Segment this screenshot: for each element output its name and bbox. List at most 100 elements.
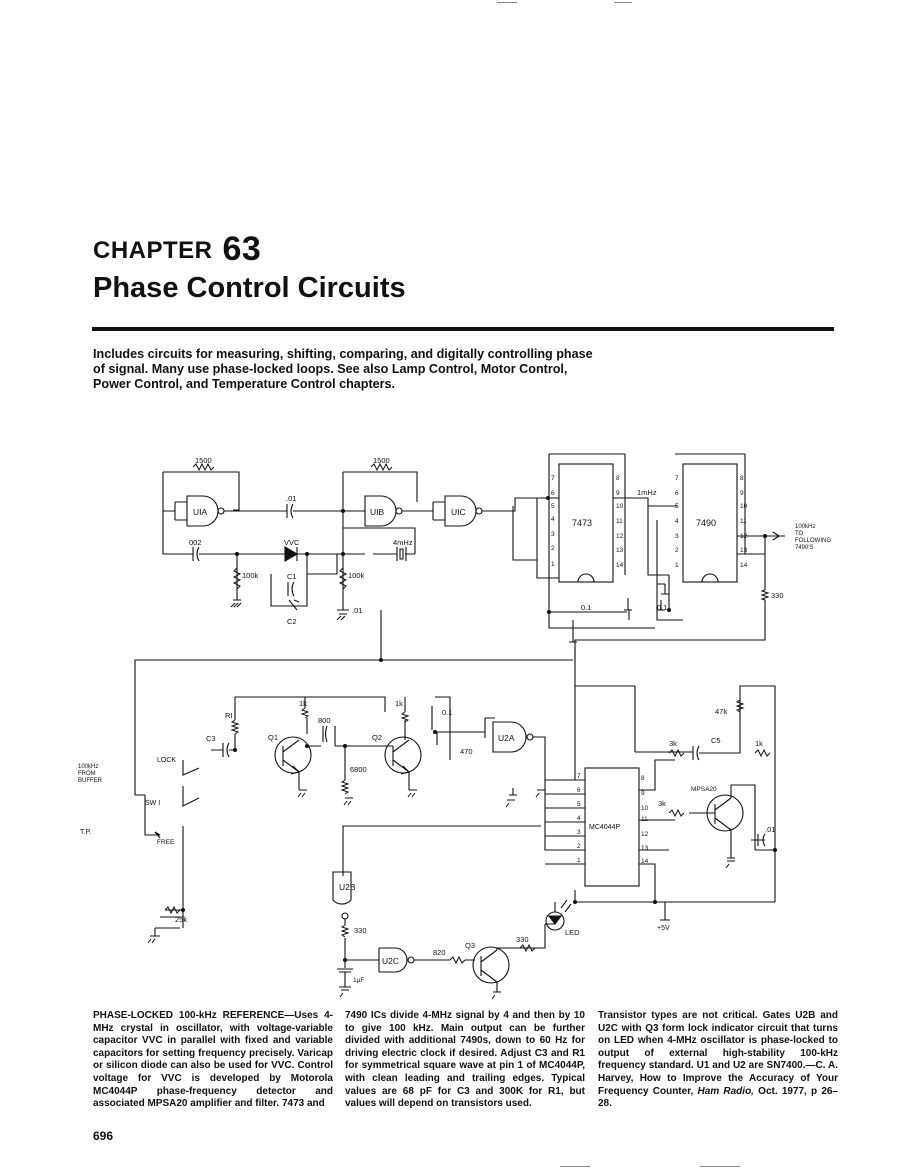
- label-c1: C1: [287, 572, 297, 581]
- resistor-1k-a: [300, 707, 310, 719]
- pin-7490-l0: 7: [675, 475, 679, 482]
- cap-c1: [287, 581, 295, 597]
- pin-7473-r3: 11: [616, 518, 623, 525]
- pin-7490-r5: 13: [740, 547, 748, 554]
- label-free: FREE: [157, 839, 175, 846]
- gate-u2a: [492, 721, 527, 753]
- label-in-100khz: 100kHz: [78, 764, 98, 770]
- pin-7490-l6: 1: [675, 562, 679, 569]
- chapter-intro: Includes circuits for measuring, shiftin…: [93, 347, 593, 391]
- schematic-svg: 1500 1500 .01 002 VVC 4mHz 100k 100k C1 …: [78, 453, 831, 1000]
- pin-7473-l6: 1: [551, 561, 555, 568]
- pin-mc-l5: 2: [577, 843, 581, 850]
- pin-mc-r4: 12: [641, 831, 649, 838]
- pin-7473-l3: 4: [551, 516, 555, 523]
- label-r330-out: 330: [771, 591, 784, 600]
- label-r6800: 6800: [350, 765, 367, 774]
- pin-7473-r6: 14: [616, 562, 624, 569]
- label-u2c: U2C: [382, 956, 399, 966]
- pin-7473-r1: 9: [616, 490, 620, 497]
- label-r3k-b: 3k: [658, 799, 666, 808]
- pin-7490-r4: 12: [740, 533, 748, 540]
- caption-col3-tail: Oct. 1977, p 26–28.: [598, 1085, 839, 1110]
- label-out-to: TO: [795, 531, 804, 537]
- label-q2: Q2: [372, 733, 382, 742]
- chapter-number: 63: [222, 230, 262, 268]
- pin-mc-l0: 7: [577, 773, 581, 780]
- label-u2b: U2B: [339, 882, 356, 892]
- pin-7490-l3: 4: [675, 518, 679, 525]
- cap-c2: [288, 599, 300, 611]
- pin-7473-r2: 10: [616, 503, 624, 510]
- cap-c5: [692, 745, 700, 761]
- caption-col3-text: Transistor types are not critical. Gates…: [598, 1010, 838, 1097]
- vvc-diode: [284, 546, 299, 562]
- label-led: LED: [565, 928, 580, 937]
- pin-mc-l4: 3: [577, 829, 581, 836]
- resistor-100k-a: [232, 567, 242, 590]
- pin-mc-r6: 14: [641, 858, 649, 865]
- resistor-3k-a: [668, 748, 685, 758]
- pin-7473-r4: 12: [616, 533, 624, 540]
- label-ic-7490: 7490: [696, 518, 716, 528]
- pin-7473-l2: 5: [551, 503, 555, 510]
- label-r1500a: 1500: [195, 456, 212, 465]
- pin-7473-l0: 7: [551, 475, 555, 482]
- label-out-following: FOLLOWING: [795, 538, 831, 544]
- label-cap-01-mp: .01: [765, 825, 775, 834]
- resistor-47k: [735, 699, 745, 713]
- pin-7490-r2: 10: [740, 503, 748, 510]
- label-in-from: FROM: [78, 771, 96, 777]
- resistor-r1: [230, 719, 240, 735]
- label-in-buffer: BUFFER: [78, 778, 103, 784]
- cap-01-top: [286, 503, 294, 519]
- label-cap-002: 002: [189, 538, 202, 547]
- pin-7490-r0: 8: [740, 475, 744, 482]
- pin-mc-r0: 8: [641, 775, 645, 782]
- label-r820: 820: [433, 948, 446, 957]
- caption-col1-text: —Uses 4-MHz crystal in oscillator, with …: [93, 1010, 333, 1110]
- label-lock: LOCK: [157, 757, 176, 764]
- label-cap-01-b: 0.1: [657, 603, 667, 612]
- pin-mc-l3: 4: [577, 815, 581, 822]
- label-u1b: UIB: [370, 507, 385, 517]
- label-crystal: 4mHz: [393, 538, 413, 547]
- resistor-330-led: [340, 924, 350, 938]
- chapter-title: Phase Control Circuits: [93, 272, 406, 304]
- label-cap-470: 470: [460, 747, 473, 756]
- label-u1c: UIC: [451, 507, 466, 517]
- label-r1500b: 1500: [373, 456, 390, 465]
- wire-u1a-loop-left: [162, 495, 165, 555]
- resistor-6800: [340, 779, 350, 795]
- label-r3k-a: 3k: [669, 739, 677, 748]
- scan-artifact: [614, 2, 632, 3]
- crystal-4mhz: [396, 547, 407, 561]
- pin-mc-r5: 13: [641, 845, 649, 852]
- label-plus5v: +5V: [657, 925, 670, 932]
- label-r47k: 47k: [715, 707, 727, 716]
- label-q1: Q1: [268, 733, 278, 742]
- scan-artifact: [497, 2, 517, 3]
- resistor-1k-b: [400, 711, 410, 723]
- pin-mc-r3: 11: [641, 816, 648, 823]
- resistor-25k: [164, 905, 181, 915]
- label-cap-1uf: 1µF: [353, 977, 364, 984]
- scan-artifact: [700, 1166, 740, 1167]
- gate-u2b: [332, 871, 352, 905]
- label-out-100khz: 100kHz: [795, 524, 815, 530]
- label-r100k-b: 100k: [348, 571, 365, 580]
- caption-column-3: Transistor types are not critical. Gates…: [598, 1010, 838, 1111]
- label-r1k-a: 1k: [299, 699, 307, 708]
- resistor-330-out: [760, 589, 770, 601]
- resistor-330-q3: [519, 943, 536, 953]
- led-diode: [547, 915, 563, 925]
- pin-mc-r1: 9: [641, 790, 645, 797]
- label-u2a: U2A: [498, 733, 515, 743]
- resistor-1500a: [192, 462, 215, 472]
- label-c2: C2: [287, 617, 297, 626]
- cap-01-mp: [751, 833, 766, 847]
- label-r330-led: 330: [354, 926, 367, 935]
- label-c5: C5: [711, 736, 721, 745]
- pin-7490-r3: 11: [740, 518, 747, 525]
